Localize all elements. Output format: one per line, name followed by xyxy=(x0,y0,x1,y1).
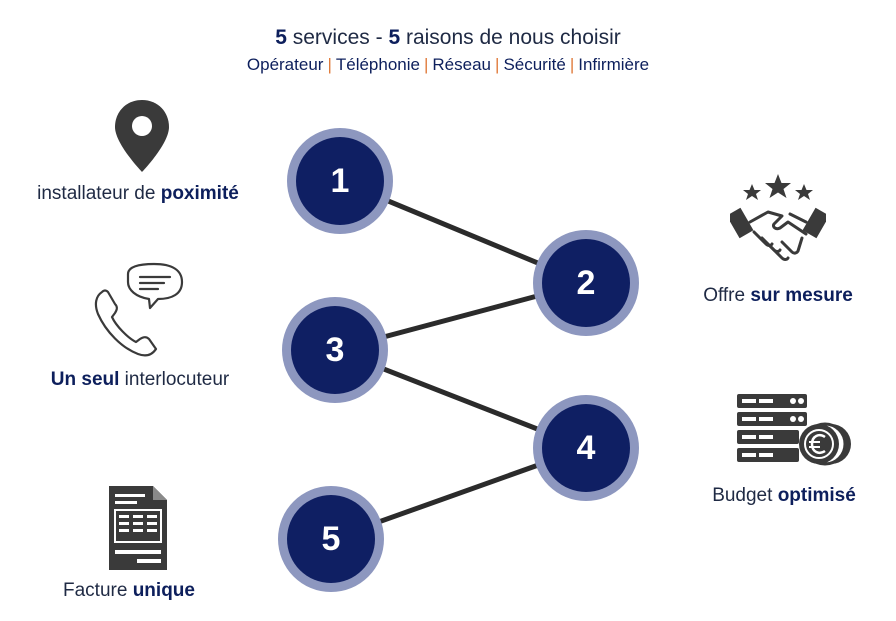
header-title: 5 services - 5 raisons de nous choisir xyxy=(0,26,896,50)
node-4-number: 4 xyxy=(542,404,630,492)
node-2-number: 2 xyxy=(542,239,630,327)
label-budget: Budget optimisé xyxy=(694,485,874,507)
label-offre-bold: sur mesure xyxy=(750,285,853,306)
node-1-number: 1 xyxy=(296,137,384,225)
label-interlocuteur: Un seul interlocuteur xyxy=(30,369,250,391)
label-facture-bold: unique xyxy=(132,580,195,601)
label-interlocuteur-normal: interlocuteur xyxy=(119,369,230,390)
separator: | xyxy=(569,55,575,74)
services-list: Opérateur|Téléphonie|Réseau|Sécurité|Inf… xyxy=(0,55,896,75)
location-pin-icon xyxy=(115,100,169,172)
server-euro-icon xyxy=(737,394,851,466)
separator: | xyxy=(423,55,429,74)
label-proximite-normal: installateur de xyxy=(37,183,161,204)
label-facture-normal: Facture xyxy=(63,580,133,601)
node-5-number: 5 xyxy=(287,495,375,583)
service-operateur: Opérateur xyxy=(246,55,324,74)
invoice-icon xyxy=(109,486,167,570)
service-securite: Sécurité xyxy=(503,55,566,74)
label-offre: Offre sur mesure xyxy=(688,285,868,307)
label-budget-bold: optimisé xyxy=(777,485,856,506)
label-offre-normal: Offre xyxy=(703,285,751,306)
title-number-1: 5 xyxy=(275,26,287,49)
label-proximite: installateur de poximité xyxy=(18,183,258,205)
node-2: 2 xyxy=(533,230,639,336)
node-3-number: 3 xyxy=(291,306,379,394)
node-4: 4 xyxy=(533,395,639,501)
label-proximite-bold: poximité xyxy=(160,183,239,204)
label-facture: Facture unique xyxy=(44,580,214,602)
handshake-stars-icon xyxy=(730,174,826,261)
separator: | xyxy=(327,55,332,74)
label-budget-normal: Budget xyxy=(712,485,778,506)
node-5: 5 xyxy=(278,486,384,592)
title-number-2: 5 xyxy=(388,26,401,49)
phone-chat-icon xyxy=(94,262,184,357)
service-infirmiere: Infirmière xyxy=(578,55,650,74)
node-1: 1 xyxy=(287,128,393,234)
service-reseau: Réseau xyxy=(432,55,492,74)
separator: | xyxy=(495,55,500,74)
label-interlocuteur-bold: Un seul xyxy=(50,369,120,390)
node-3: 3 xyxy=(282,297,388,403)
service-telephonie: Téléphonie xyxy=(335,55,420,74)
title-part-1: services - xyxy=(286,26,389,49)
title-part-2: raisons de nous choisir xyxy=(400,26,621,49)
